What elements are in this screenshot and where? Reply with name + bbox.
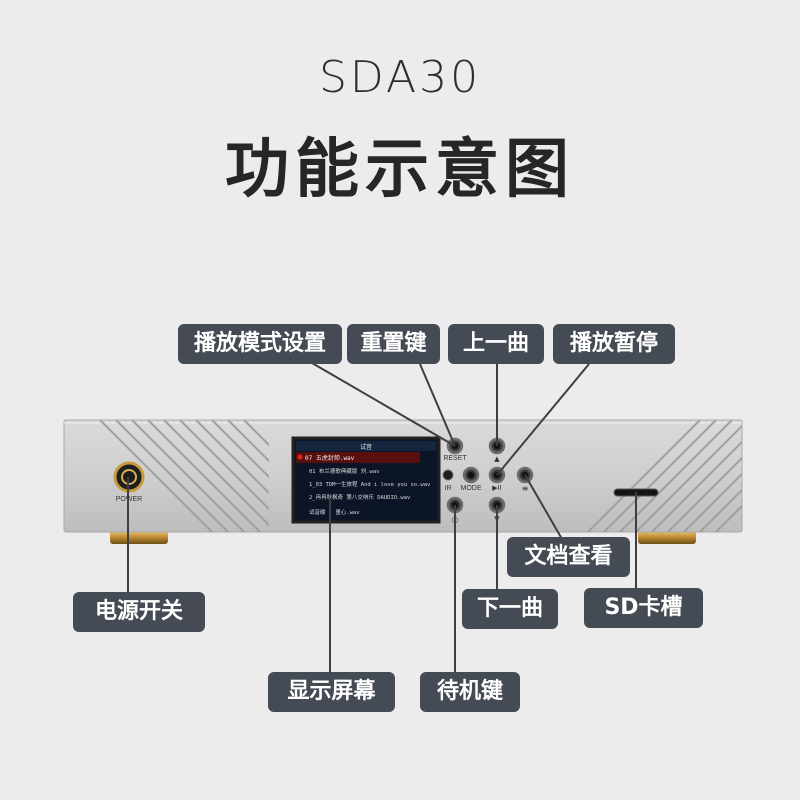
menu-icon: ≡ (522, 484, 529, 493)
left-groove-pattern (99, 420, 269, 532)
ir-sensor (442, 469, 454, 481)
callout-standby-key: 待机键 (420, 672, 520, 712)
right-foot (638, 530, 696, 544)
page-title: 功能示意图 (225, 133, 575, 207)
leader-lines (127, 355, 637, 677)
screen-line: 01 布兰德歌典藏版 刘.wav (309, 467, 380, 475)
up-arrow-icon: ▲ (494, 455, 500, 463)
callout-reset-key: 重置键 (347, 324, 440, 364)
callout-previous-track: 上一曲 (448, 324, 544, 364)
reset-label: RESET (443, 455, 467, 462)
callout-power-switch: 电源开关 (73, 592, 205, 632)
callout-play-mode-setting: 播放模式设置 (178, 324, 342, 364)
left-foot (110, 530, 168, 544)
callout-doc-view: 文档查看 (507, 537, 630, 577)
screen-line: 试音碟 · 童心.wav (309, 508, 360, 516)
play-pause-icon: ▶II (492, 484, 502, 492)
screen-line: 1_03 TDM一生旅程 And i love you so.wav (309, 480, 431, 488)
mode-button[interactable] (462, 466, 480, 484)
ir-label: IR (445, 485, 452, 492)
callout-sd-slot: SD卡槽 (584, 588, 703, 628)
screen-header: 试音 (360, 443, 372, 451)
mode-label: MODE (461, 485, 482, 492)
model-name: SDA30 (318, 52, 482, 103)
screen-line: 07 五虎封帅.wav (305, 454, 355, 462)
callout-display-screen: 显示屏幕 (268, 672, 395, 712)
screen-line: 2_冉冉秋枫奇 第八交响乐 DAUDIO.wav (309, 493, 411, 501)
callout-next-track: 下一曲 (462, 589, 558, 629)
right-groove-pattern (587, 420, 742, 532)
callout-play-pause: 播放暂停 (553, 324, 675, 364)
